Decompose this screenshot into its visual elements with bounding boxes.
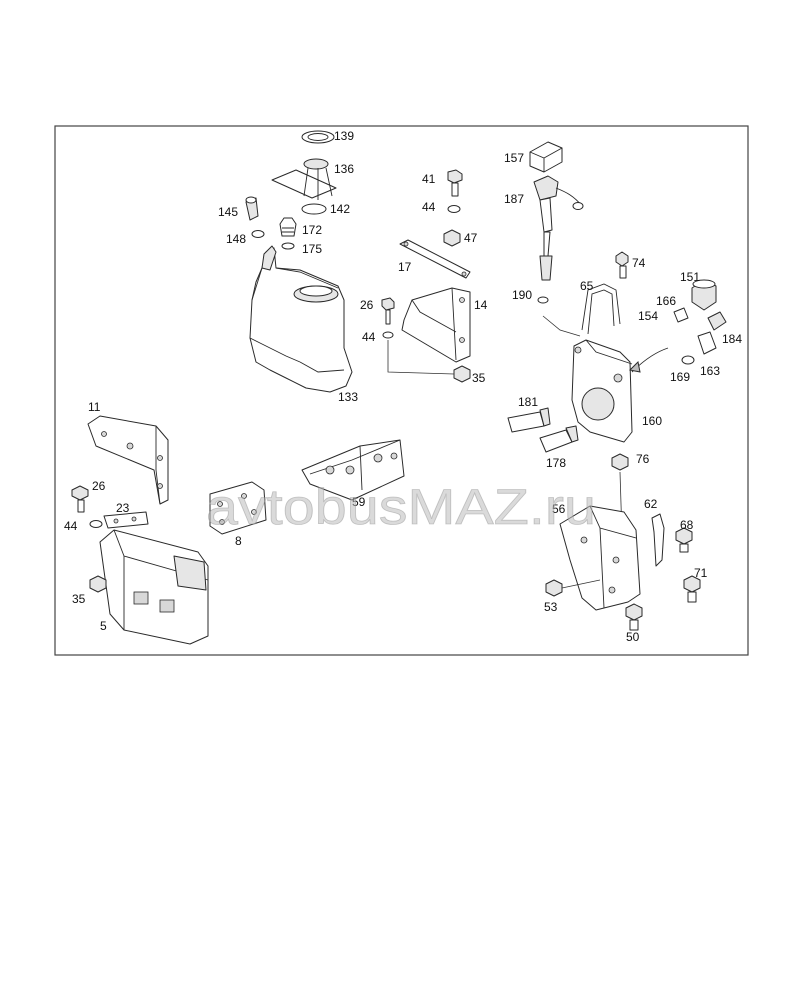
callout-166: 166	[656, 294, 676, 308]
washer-148	[251, 230, 265, 238]
callout-178: 178	[546, 456, 566, 470]
screw-181	[507, 407, 551, 433]
bolt-26-left	[71, 485, 89, 513]
callout-190: 190	[512, 288, 532, 302]
level-sensor-187	[533, 175, 584, 281]
callout-74: 74	[632, 256, 646, 270]
callout-68: 68	[680, 518, 694, 532]
bracket-11	[87, 415, 169, 505]
callout-65: 65	[580, 279, 594, 293]
callout-163: 163	[700, 364, 720, 378]
fitting-166	[673, 307, 689, 323]
cap-seal-139	[301, 130, 335, 144]
reservoir-tank-133	[249, 245, 353, 393]
seal-169	[681, 355, 695, 365]
nut-47	[443, 229, 461, 247]
callout-5: 5	[100, 619, 107, 633]
callout-139: 139	[334, 129, 354, 143]
callout-181: 181	[518, 395, 538, 409]
nut-53	[545, 579, 563, 597]
callout-71: 71	[694, 566, 708, 580]
bolt-50	[625, 603, 643, 631]
leader-sensor	[542, 315, 581, 337]
level-sender-136	[271, 158, 337, 200]
callout-187: 187	[504, 192, 524, 206]
callout-62: 62	[644, 497, 658, 511]
callout-157: 157	[504, 151, 524, 165]
reservoir-160	[571, 339, 669, 443]
washer-44-mid	[382, 331, 394, 339]
callout-23: 23	[116, 501, 130, 515]
bracket-14	[401, 287, 471, 363]
filter-172	[279, 217, 297, 237]
callout-76: 76	[636, 452, 650, 466]
callout-11: 11	[88, 400, 101, 414]
bracket-59	[301, 439, 405, 501]
callout-17: 17	[398, 260, 412, 274]
bolt-26-center	[381, 297, 395, 325]
callout-56: 56	[552, 502, 566, 516]
callout-145: 145	[218, 205, 238, 219]
callout-53: 53	[544, 600, 558, 614]
nut-76	[611, 453, 629, 471]
watermark: avtobusMAZ.ru	[206, 479, 596, 535]
nut-35-left	[89, 575, 107, 593]
callout-148: 148	[226, 232, 246, 246]
callout-8: 8	[235, 534, 242, 548]
callout-59: 59	[352, 495, 366, 509]
mount-bracket-5	[99, 529, 209, 645]
callout-35-center: 35	[472, 371, 486, 385]
washer-44-left	[89, 520, 103, 528]
bolt-68	[675, 527, 693, 553]
bolt-71	[683, 575, 701, 603]
callout-133: 133	[338, 390, 358, 404]
callout-50: 50	[626, 630, 640, 644]
callout-160: 160	[642, 414, 662, 428]
callout-172: 172	[302, 223, 322, 237]
plug-184	[697, 311, 727, 355]
callout-35-left: 35	[72, 592, 86, 606]
callout-44-left: 44	[64, 519, 78, 533]
clamp-65	[581, 283, 621, 335]
callout-154: 154	[638, 309, 658, 323]
washer-44-top	[447, 205, 461, 213]
callout-175: 175	[302, 242, 322, 256]
plate-8	[209, 481, 267, 535]
callout-41: 41	[422, 172, 436, 186]
callout-47: 47	[464, 231, 478, 245]
nut-35-center	[453, 365, 471, 383]
callout-26-center: 26	[360, 298, 374, 312]
bolt-74	[615, 251, 629, 279]
leader-53	[561, 579, 601, 589]
bolt-41	[447, 169, 463, 197]
cap-151	[691, 279, 717, 311]
callout-169: 169	[670, 370, 690, 384]
callout-44-mid: 44	[362, 330, 376, 344]
o-ring-142	[301, 203, 327, 215]
valve-178	[539, 425, 579, 453]
callout-142: 142	[330, 202, 350, 216]
callout-26-left: 26	[92, 479, 106, 493]
diagram-frame	[54, 125, 749, 656]
gasket-23	[103, 511, 149, 529]
connector-157	[529, 141, 563, 173]
washer-190	[537, 296, 549, 304]
callout-184: 184	[722, 332, 742, 346]
callout-44-top: 44	[422, 200, 436, 214]
callout-151: 151	[680, 270, 700, 284]
seal-175	[281, 242, 295, 250]
callout-136: 136	[334, 162, 354, 176]
callout-14: 14	[474, 298, 488, 312]
leader-bracket-14	[387, 340, 455, 375]
hose-fitting-145	[245, 196, 259, 221]
clip-62	[651, 513, 665, 567]
strap-17	[399, 239, 471, 279]
